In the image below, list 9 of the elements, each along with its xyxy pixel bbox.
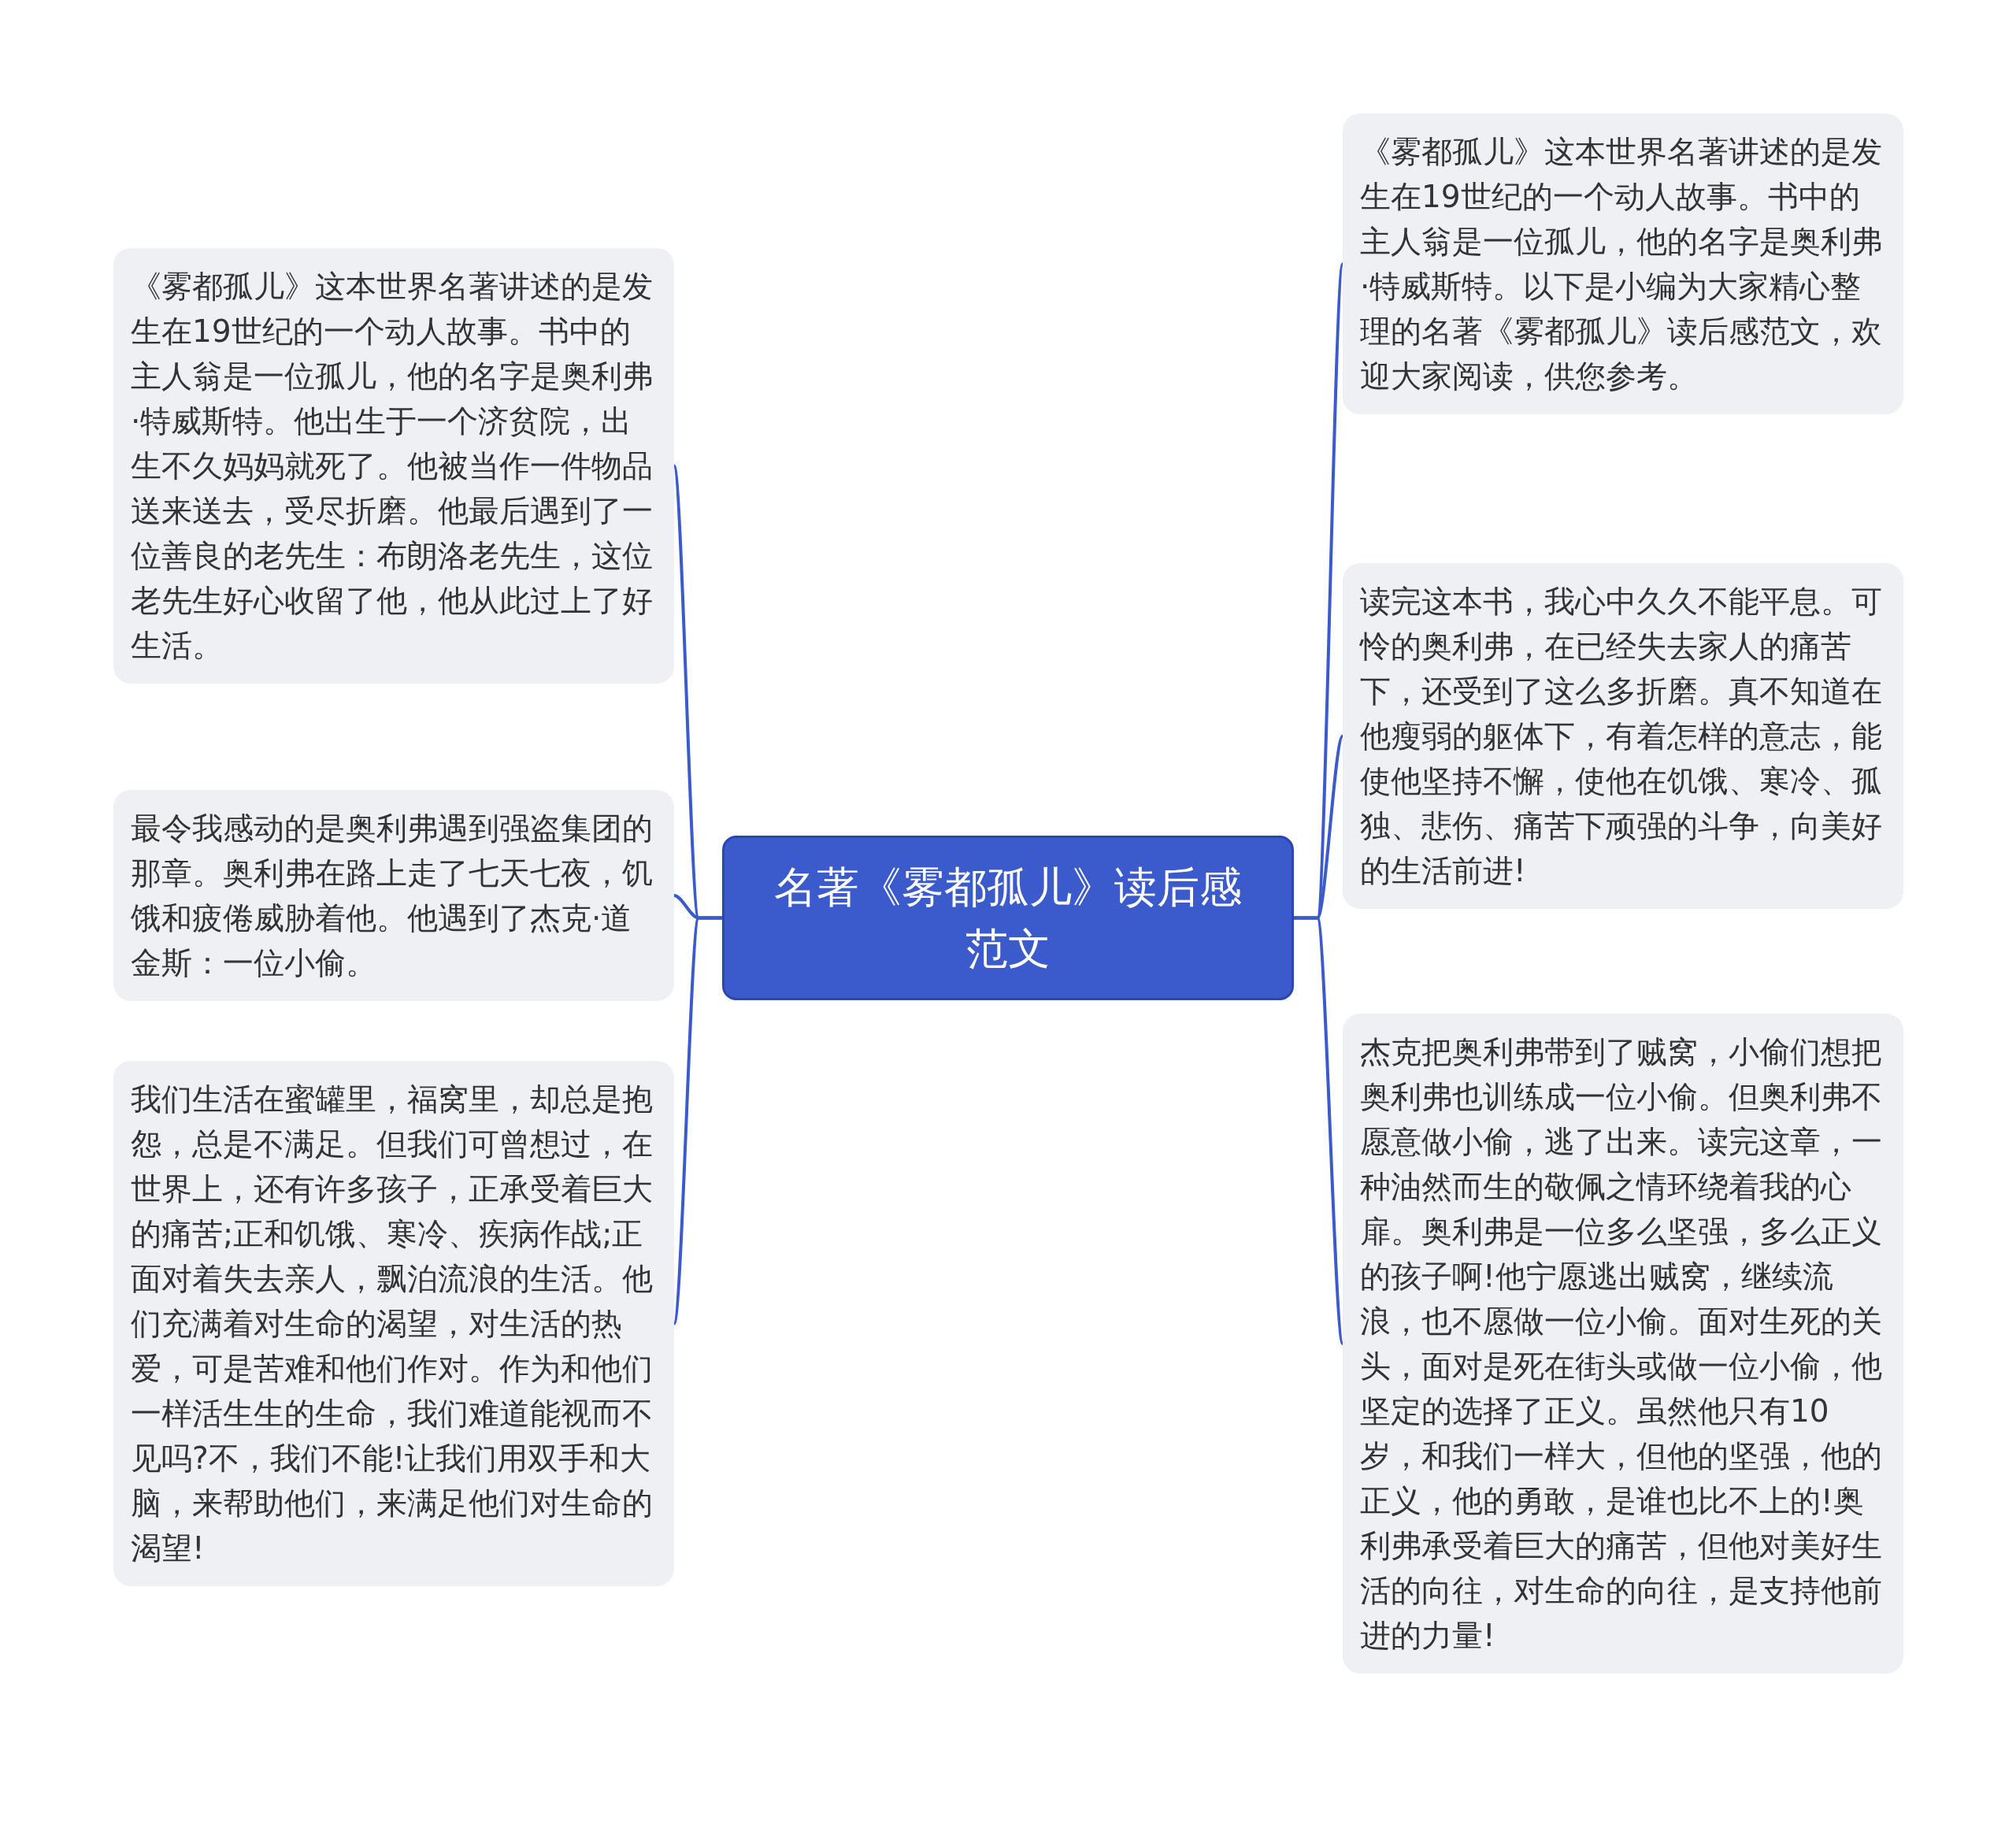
topic-box: 最令我感动的是奥利弗遇到强盗集团的那章。奥利弗在路上走了七天七夜，饥饿和疲倦威胁着他。他遇到了杰克·道金斯：一位小偷。 (113, 790, 674, 1001)
topic-box: 杰克把奥利弗带到了贼窝，小偷们想把奥利弗也训练成一位小偷。但奥利弗不愿意做小偷，逃了出来。读完这章，一种油然而生的敬佩之情环绕着我的心扉。奥利弗是一位多么坚强，多么正义的孩子啊!他宁愿逃出贼窝，继续流浪，也不愿做一位小偷。面对生死的关头，面对是死在街头或做一位小偷，他坚定的选择了正义。虽然他只有10岁，和我们一样大，但他的坚强，他的正义，他的勇敢，是谁也比不上的!奥利弗承受着巨大的痛苦，但他对美好生活的向往，对生命的向往，是支持他前进的力量! (1343, 1014, 1903, 1674)
topic-box: 《雾都孤儿》这本世界名著讲述的是发生在19世纪的一个动人故事。书中的主人翁是一位孤儿，他的名字是奥利弗·特威斯特。他出生于一个济贫院，出生不久妈妈就死了。他被当作一件物品送来送去，受尽折磨。他最后遇到了一位善良的老先生：布朗洛老先生，这位老先生好心收留了他，他从此过上了好生活。 (113, 248, 674, 684)
connector-line (1294, 916, 1344, 1344)
central-topic-box: 名著《雾都孤儿》读后感范文 (722, 836, 1294, 1000)
topic-box: 《雾都孤儿》这本世界名著讲述的是发生在19世纪的一个动人故事。书中的主人翁是一位孤儿，他的名字是奥利弗·特威斯特。以下是小编为大家精心整理的名著《雾都孤儿》读后感范文，欢迎大家阅读，供您参考。 (1343, 113, 1903, 414)
topic-box: 读完这本书，我心中久久不能平息。可怜的奥利弗，在已经失去家人的痛苦下，还受到了这么多折磨。真不知道在他瘦弱的躯体下，有着怎样的意志，能使他坚持不懈，使他在饥饿、寒冷、孤独、悲伤、痛苦下顽强的斗争，向美好的生活前进! (1343, 563, 1903, 909)
topic-box: 我们生活在蜜罐里，福窝里，却总是抱怨，总是不满足。但我们可曾想过，在世界上，还有许多孩子，正承受着巨大的痛苦;正和饥饿、寒冷、疾病作战;正面对着失去亲人，飘泊流浪的生活。他们充满着对生命的渴望，对生活的热爱，可是苦难和他们作对。作为和他们一样活生生的生命，我们难道能视而不见吗?不，我们不能!让我们用双手和大脑，来帮助他们，来满足他们对生命的渴望! (113, 1061, 674, 1586)
connector-line (673, 916, 722, 1324)
